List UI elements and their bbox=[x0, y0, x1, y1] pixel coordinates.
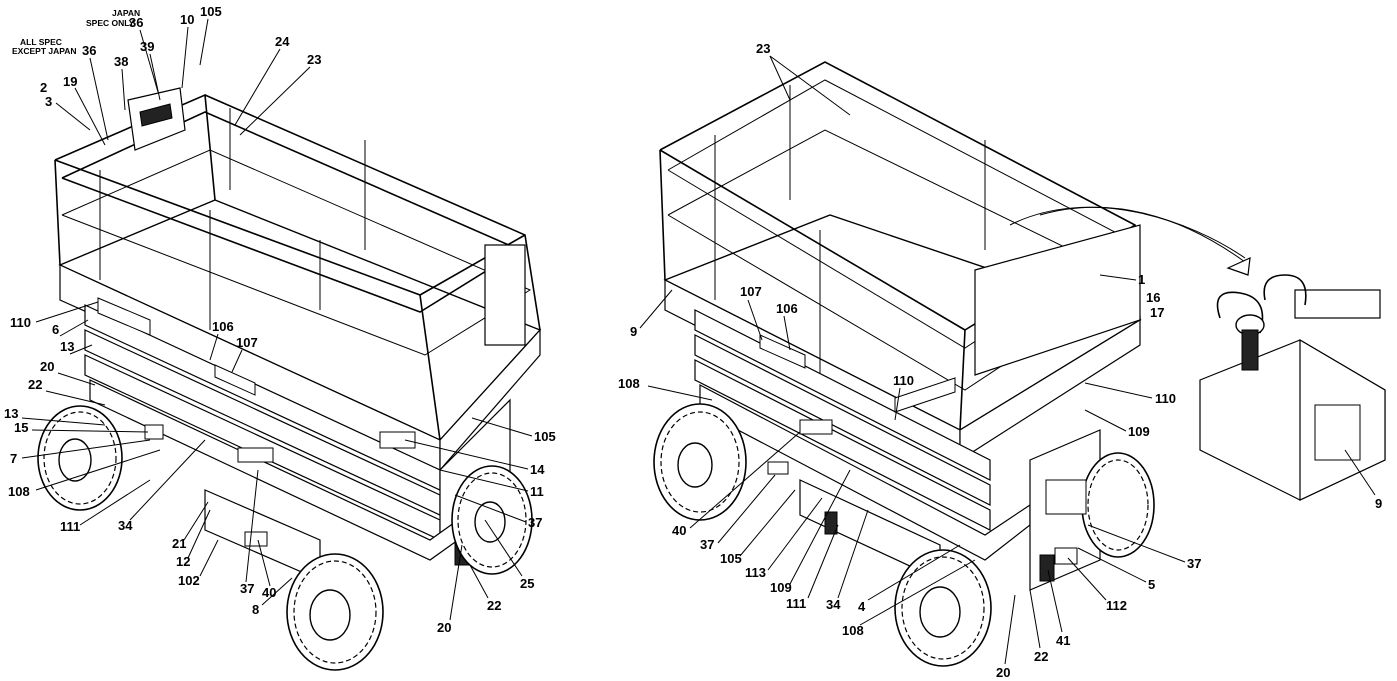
callout: 34 bbox=[118, 518, 133, 533]
callout: 22 bbox=[28, 377, 42, 392]
callout: 106 bbox=[776, 301, 798, 316]
callout: 17 bbox=[1150, 305, 1164, 320]
callout: 24 bbox=[275, 34, 290, 49]
callout: 37 bbox=[240, 581, 254, 596]
callout: 107 bbox=[236, 335, 258, 350]
callout: 111 bbox=[60, 519, 80, 534]
callout: 108 bbox=[842, 623, 864, 638]
callout: 34 bbox=[826, 597, 841, 612]
callout: 23 bbox=[756, 41, 770, 56]
callout: 21 bbox=[172, 536, 186, 551]
callout: 22 bbox=[487, 598, 501, 613]
callout: 20 bbox=[40, 359, 54, 374]
all-spec-note-line-2: EXCEPT JAPAN bbox=[12, 46, 77, 56]
callout: 105 bbox=[720, 551, 742, 566]
callout: 108 bbox=[618, 376, 640, 391]
callout: 105 bbox=[200, 4, 222, 19]
callout: 38 bbox=[114, 54, 128, 69]
callout: 109 bbox=[770, 580, 792, 595]
callout: 113 bbox=[745, 565, 766, 580]
callout: 112 bbox=[1106, 598, 1127, 613]
callout: 110 bbox=[10, 315, 31, 330]
callout: 37 bbox=[1187, 556, 1201, 571]
callout: 23 bbox=[307, 52, 321, 67]
callout: 108 bbox=[8, 484, 30, 499]
right-callouts: 23 1 16 17 9 107 106 108 110 110 109 40 … bbox=[618, 41, 1382, 680]
callout: 11 bbox=[530, 484, 544, 499]
callout: 22 bbox=[1034, 649, 1048, 664]
japan-note-line-1: JAPAN bbox=[112, 8, 140, 18]
callout: 16 bbox=[1146, 290, 1160, 305]
callout: 110 bbox=[1155, 391, 1176, 406]
callout: 15 bbox=[14, 420, 28, 435]
callout: 111 bbox=[786, 596, 806, 611]
callout: 13 bbox=[4, 406, 18, 421]
japan-note-line-2: SPEC ONLY bbox=[86, 18, 135, 28]
callout: 37 bbox=[700, 537, 714, 552]
callout: 25 bbox=[520, 576, 534, 591]
callout: 19 bbox=[63, 74, 77, 89]
callout: 3 bbox=[45, 94, 52, 109]
callout: 39 bbox=[140, 39, 154, 54]
all-spec-note-line-1: ALL SPEC bbox=[20, 37, 62, 47]
callout: 37 bbox=[528, 515, 542, 530]
callout: 105 bbox=[534, 429, 556, 444]
callout: 102 bbox=[178, 573, 200, 588]
callout: 106 bbox=[212, 319, 234, 334]
callout: 36 bbox=[82, 43, 96, 58]
callout: 5 bbox=[1148, 577, 1155, 592]
callout: 13 bbox=[60, 339, 74, 354]
callout: 1 bbox=[1138, 272, 1145, 287]
left-callouts: 36 36 10 105 39 38 24 23 2 3 19 110 106 … bbox=[4, 4, 556, 635]
callout: 7 bbox=[10, 451, 17, 466]
callout: 107 bbox=[740, 284, 762, 299]
callout: 6 bbox=[52, 322, 59, 337]
callout: 40 bbox=[672, 523, 686, 538]
callout: 20 bbox=[996, 665, 1010, 680]
callout: 36 bbox=[129, 15, 143, 30]
callout: 2 bbox=[40, 80, 47, 95]
callout: 14 bbox=[530, 462, 545, 477]
callout: 12 bbox=[176, 554, 190, 569]
callout: 110 bbox=[893, 373, 914, 388]
callout: 9 bbox=[630, 324, 637, 339]
callout: 9 bbox=[1375, 496, 1382, 511]
callout: 41 bbox=[1056, 633, 1070, 648]
callout: 8 bbox=[252, 602, 259, 617]
left-scissor-lift-illustration bbox=[37, 87, 542, 671]
callout: 4 bbox=[858, 599, 866, 614]
callout: 109 bbox=[1128, 424, 1150, 439]
callout: 40 bbox=[262, 585, 276, 600]
callout: 10 bbox=[180, 12, 194, 27]
control-box-detail-illustration bbox=[1009, 206, 1386, 501]
callout: 20 bbox=[437, 620, 451, 635]
right-scissor-lift-illustration bbox=[653, 61, 1155, 667]
